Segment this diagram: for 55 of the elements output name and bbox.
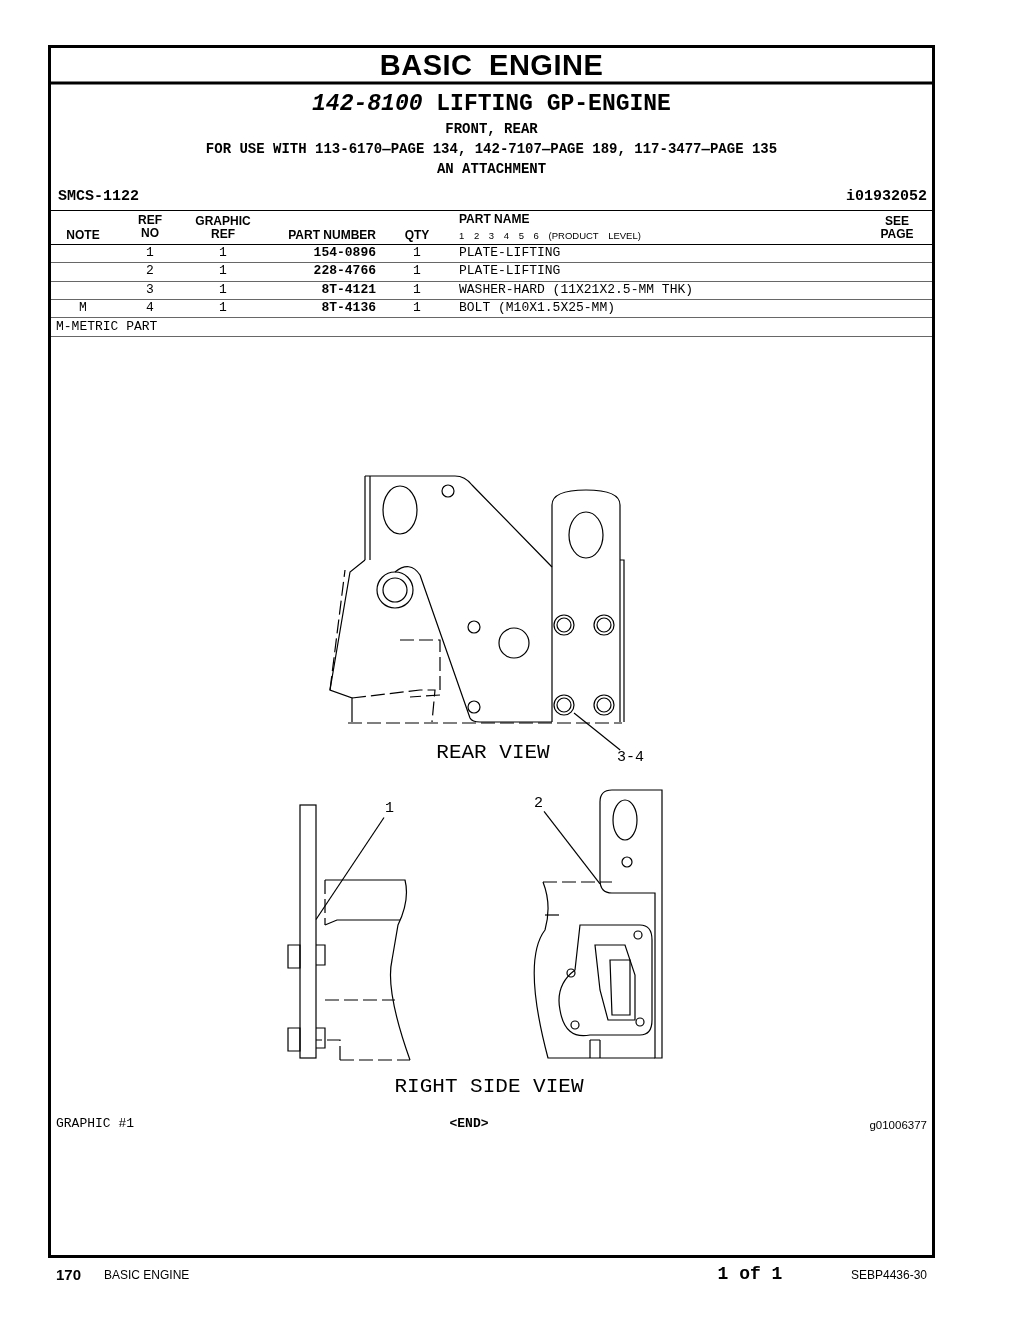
page-number: 170 — [56, 1267, 83, 1284]
note-text: M-METRIC PART — [56, 320, 159, 335]
lifting-plate — [599, 789, 663, 1059]
table-cell-text: M — [78, 301, 88, 316]
part-number: 8T-4121 — [320, 283, 376, 298]
view-caption: RIGHT SIDE VIEW — [393, 1075, 585, 1099]
column-header: SEE PAGE — [879, 215, 915, 242]
column-header: REF NO — [137, 214, 163, 241]
table-cell-text: 1 — [145, 246, 155, 261]
table-cell-text: 1 — [412, 246, 422, 261]
leader-line — [315, 816, 385, 921]
column-header: PART NUMBER — [287, 229, 376, 243]
column-header: 1 2 3 4 5 6 (PRODUCT LEVEL) — [459, 231, 642, 242]
table-cell-text: 1 — [412, 283, 422, 298]
part-number: 154-0896 — [312, 246, 376, 261]
code-text: i01932052 — [845, 189, 927, 206]
table-cell-text: WASHER-HARD (11X21X2.5-MM THK) — [459, 283, 695, 298]
table-cell-text: 1 — [218, 301, 228, 316]
bolt-head — [553, 694, 575, 716]
table-cell-text: 1 — [218, 246, 228, 261]
column-header: NOTE — [65, 229, 101, 243]
document-id: SEBP4436-30 — [849, 1269, 927, 1283]
table-cell-text: 1 — [412, 264, 422, 279]
part-number: 8T-4136 — [320, 301, 376, 316]
section-heading: 142-8100 LIFTING GP-ENGINE — [311, 92, 672, 118]
column-header: QTY — [403, 229, 431, 243]
leader-line — [543, 810, 601, 885]
column-header: GRAPHIC REF — [194, 215, 252, 242]
figure-label: GRAPHIC #1 — [56, 1117, 135, 1132]
figure-id: g01006377 — [868, 1119, 927, 1132]
table-cell-text: PLATE-LIFTING — [459, 264, 562, 279]
column-header: PART NAME — [459, 213, 531, 227]
code-text: SMCS-1122 — [58, 189, 140, 206]
callout-number: 2 — [533, 796, 544, 813]
callout-number: 1 — [384, 801, 395, 818]
subheading: FOR USE WITH 113-6170—PAGE 134, 142-7107—PAGE 189, 117-3477—PAGE 135 — [204, 142, 779, 158]
table-cell-text: 2 — [145, 264, 155, 279]
table-cell-text: 1 — [218, 283, 228, 298]
callout-number: 3-4 — [616, 750, 645, 767]
subheading: AN ATTACHMENT — [435, 162, 548, 178]
table-cell-text: 1 — [218, 264, 228, 279]
table-cell-text: 3 — [145, 283, 155, 298]
lifting-plate — [299, 804, 317, 1059]
view-caption: REAR VIEW — [435, 741, 551, 765]
table-cell-text: 1 — [412, 301, 422, 316]
table-cell-text: PLATE-LIFTING — [459, 246, 562, 261]
end-marker: <END> — [448, 1117, 490, 1132]
subheading: FRONT, REAR — [444, 122, 539, 138]
page-title: BASIC ENGINE — [378, 50, 605, 82]
table-cell-text: 4 — [145, 301, 155, 316]
part-number: 228-4766 — [312, 264, 376, 279]
page-count: 1 of 1 — [716, 1265, 784, 1285]
table-cell-text: BOLT (M10X1.5X25-MM) — [459, 301, 617, 316]
leader-line — [573, 712, 621, 751]
footer-text: BASIC ENGINE — [104, 1269, 191, 1283]
